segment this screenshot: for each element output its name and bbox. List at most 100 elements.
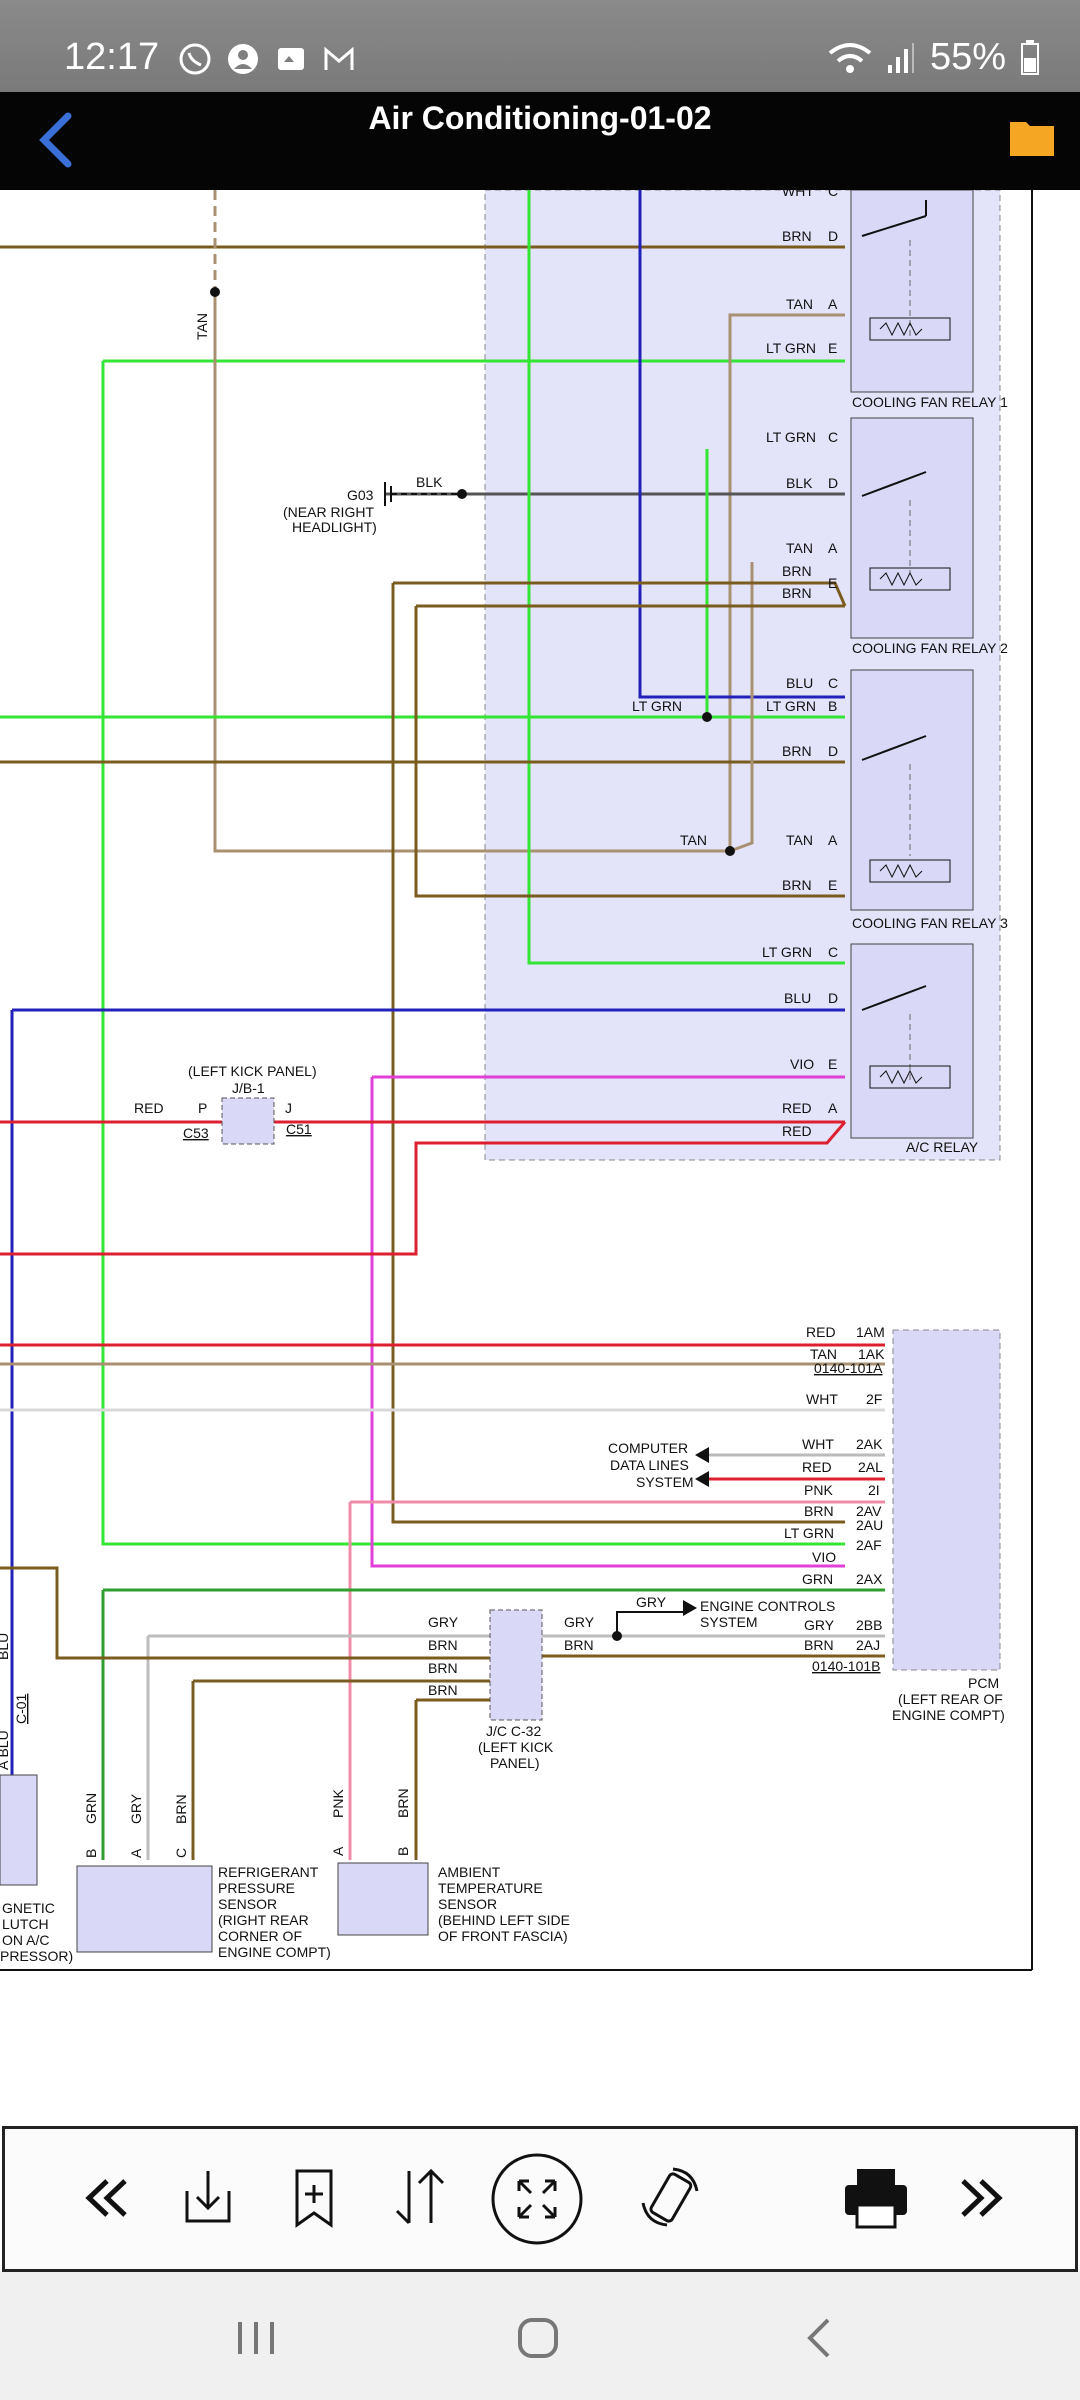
- pcm-row-wire-1: TAN: [810, 1346, 837, 1362]
- clutch-l2: LUTCH: [2, 1916, 49, 1932]
- r3-b: B: [828, 698, 837, 714]
- status-right: 55%: [828, 36, 1040, 79]
- clutch-l1: GNETIC: [2, 1900, 55, 1916]
- fit-screen-icon[interactable]: [489, 2151, 585, 2247]
- wire-vio-ac-e: [370, 1075, 845, 1568]
- pcm-row-pin-14: 2AJ: [856, 1637, 880, 1653]
- ac-vio: VIO: [790, 1056, 814, 1072]
- pcm-row-pin-3: 2F: [866, 1391, 882, 1407]
- ambient-l4: (BEHIND LEFT SIDE: [438, 1912, 570, 1928]
- wifi-icon: [828, 42, 872, 73]
- jb-id: J/B-1: [232, 1080, 265, 1096]
- bookmark-add-icon[interactable]: [273, 2157, 355, 2239]
- r2-e: E: [828, 575, 837, 591]
- refrig-l4: (RIGHT REAR: [218, 1912, 309, 1928]
- page-title: Air Conditioning-01-02: [368, 100, 712, 136]
- r3-a: A: [828, 832, 838, 848]
- gmail-icon: [322, 42, 356, 76]
- ac-blu: BLU: [784, 990, 811, 1006]
- sort-icon[interactable]: [379, 2157, 461, 2239]
- recents-icon[interactable]: [226, 2308, 286, 2368]
- r3-blu: BLU: [786, 675, 813, 691]
- jb-c51: C51: [286, 1121, 312, 1137]
- clutch-l3: ON A/C: [2, 1932, 49, 1948]
- rotate-icon[interactable]: [629, 2157, 711, 2239]
- ac-e: E: [828, 1056, 837, 1072]
- clutch-box: [0, 1774, 38, 1886]
- refrig-pin-c: C: [173, 1848, 189, 1858]
- ac-ltgrn: LT GRN: [762, 944, 812, 960]
- jc-brn-l3: BRN: [428, 1682, 458, 1698]
- splice-ltgrn: [702, 712, 712, 722]
- pcm-row-wire-9: LT GRN: [784, 1525, 834, 1541]
- folder-icon[interactable]: [1010, 116, 1054, 156]
- wire-brn-r2: [391, 581, 847, 1524]
- refrig-l1: REFRIGERANT: [218, 1864, 319, 1880]
- pcm-row-pin-0: 1AM: [856, 1324, 885, 1340]
- jb-c53: C53: [183, 1125, 209, 1141]
- refrig-wire-brn: BRN: [173, 1794, 189, 1824]
- ac-red: RED: [782, 1100, 812, 1116]
- relay-box-1: [850, 190, 974, 393]
- engine-controls-2: SYSTEM: [700, 1614, 758, 1630]
- r3-e: E: [828, 877, 837, 893]
- jc-box: [489, 1609, 543, 1721]
- ambient-wire-pnk: PNK: [330, 1789, 346, 1818]
- image-icon: [274, 42, 308, 76]
- ambient-l1: AMBIENT: [438, 1864, 501, 1880]
- r3-brn: BRN: [782, 743, 812, 759]
- pcm-row-wire-7: BRN: [804, 1503, 834, 1519]
- pcm-row-pin-1: 1AK: [858, 1346, 885, 1362]
- wire-gry-sensor: [146, 1634, 490, 1860]
- jc-gry-l: GRY: [428, 1614, 459, 1630]
- r2-brn1: BRN: [782, 563, 812, 579]
- wire-brn-clutch: [0, 1566, 490, 1660]
- ground-loc1: (NEAR RIGHT: [283, 504, 374, 520]
- ambient-pin-b: B: [395, 1847, 411, 1856]
- download-icon[interactable]: [167, 2157, 249, 2239]
- home-icon[interactable]: [508, 2308, 568, 2368]
- back-nav-icon[interactable]: [790, 2308, 850, 2368]
- pcm-row-pin-7: 2AV: [856, 1503, 882, 1519]
- r1-c: C: [828, 190, 838, 199]
- jb-loc: (LEFT KICK PANEL): [188, 1063, 317, 1079]
- wire-blu-r3c: [638, 190, 845, 699]
- refrig-sensor-box: [76, 1865, 213, 1953]
- clutch-l4: PRESSOR): [0, 1948, 73, 1964]
- refrig-l5: CORNER OF: [218, 1928, 302, 1944]
- r1-ltgrn: LT GRN: [766, 340, 816, 356]
- pcm-row-wire-5: RED: [802, 1459, 832, 1475]
- r3-c: C: [828, 675, 838, 691]
- clutch-ablu: A BLU: [0, 1730, 11, 1770]
- back-icon[interactable]: [28, 110, 88, 170]
- clutch-c01: C-01: [13, 1693, 29, 1724]
- relay-label-3: COOLING FAN RELAY 3: [852, 915, 1008, 931]
- wiring-diagram[interactable]: COOLING FAN RELAY 1 COOLING FAN RELAY 2 …: [0, 190, 1080, 1980]
- ambient-sensor-box: [337, 1862, 429, 1936]
- engine-controls-1: ENGINE CONTROLS: [700, 1598, 835, 1614]
- pcm-row-wire-11: VIO: [812, 1549, 836, 1565]
- jc-brn-l1: BRN: [428, 1637, 458, 1653]
- wire-brn-sensor: [191, 1679, 490, 1860]
- ac-d: D: [828, 990, 838, 1006]
- refrig-l2: PRESSURE: [218, 1880, 295, 1896]
- wire-tan-r3: [213, 292, 845, 853]
- pcm-row-pin-6: 2I: [868, 1482, 880, 1498]
- refrig-wire-gry: GRY: [128, 1793, 144, 1824]
- ambient-wire-brn: BRN: [395, 1788, 411, 1818]
- ac-c: C: [828, 944, 838, 960]
- r1-brn: BRN: [782, 228, 812, 244]
- arrow-data-2: [695, 1471, 709, 1487]
- r1-tan: TAN: [786, 296, 813, 312]
- pcm-row-pin-8: 2AU: [856, 1517, 883, 1533]
- r2-ltgrn: LT GRN: [766, 429, 816, 445]
- r2-c: C: [828, 429, 838, 445]
- jc-brn-l2: BRN: [428, 1660, 458, 1676]
- ground-id: G03: [347, 487, 374, 503]
- print-icon[interactable]: [835, 2157, 917, 2239]
- arrow-data-1: [695, 1447, 709, 1463]
- pcm-box: [892, 1329, 1001, 1671]
- last-page-icon[interactable]: [941, 2157, 1023, 2239]
- first-page-icon[interactable]: [65, 2157, 147, 2239]
- jc-gry-r: GRY: [564, 1614, 595, 1630]
